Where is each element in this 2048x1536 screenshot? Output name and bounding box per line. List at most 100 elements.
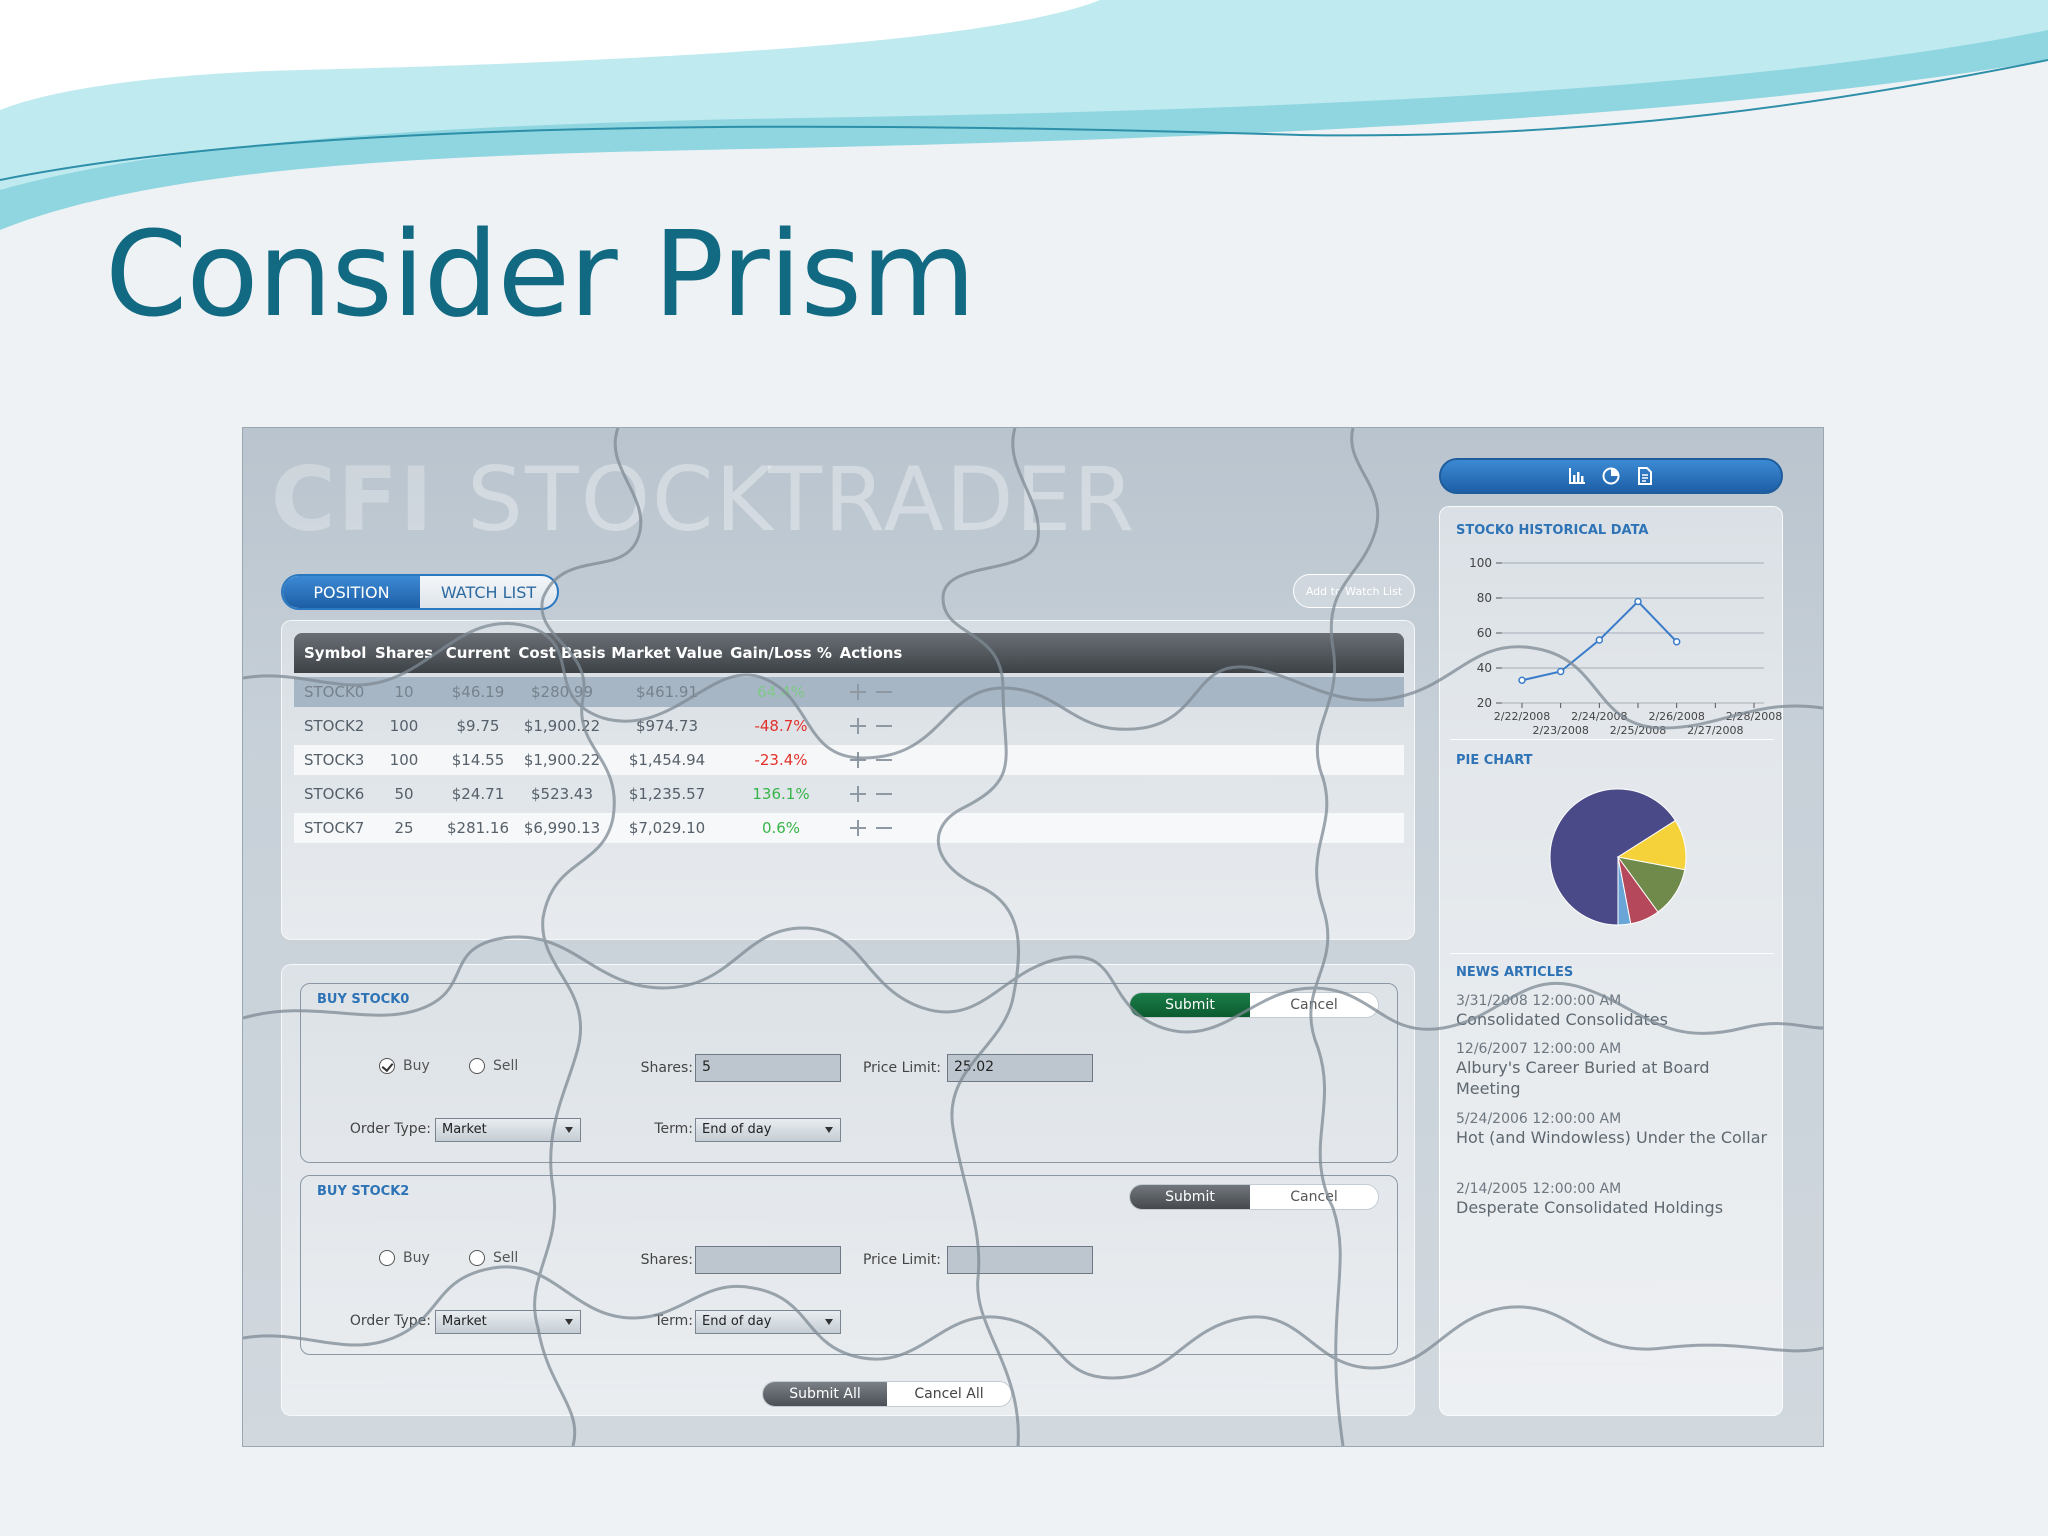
buy-plus-icon[interactable] [848, 818, 868, 838]
col-gain-loss[interactable]: Gain/Loss % [730, 644, 832, 662]
col-market-value[interactable]: Market Value [611, 644, 723, 662]
news-date: 2/14/2005 12:00:00 AM [1456, 1181, 1622, 1197]
news-title: NEWS ARTICLES [1456, 965, 1574, 980]
term-value: End of day [702, 1122, 772, 1137]
order-title: BUY STOCK0 [317, 992, 410, 1007]
buy-radio[interactable]: Buy [379, 1250, 430, 1266]
table-row[interactable]: STOCK3 100 $14.55 $1,900.22 $1,454.94 -2… [294, 745, 1404, 775]
position-tabs: POSITION WATCH LIST [281, 574, 559, 610]
tab-position[interactable]: POSITION [283, 576, 420, 608]
cancel-button[interactable]: Cancel [1250, 1185, 1378, 1209]
bar-chart-icon[interactable] [1567, 466, 1587, 486]
y-tick-label: 60 [1477, 626, 1492, 640]
submit-all-button[interactable]: Submit All [763, 1382, 887, 1406]
table-row[interactable]: STOCK6 50 $24.71 $523.43 $1,235.57 136.1… [294, 779, 1404, 809]
buy-plus-icon[interactable] [848, 682, 868, 702]
cell-gain-loss: 64.4% [757, 683, 805, 701]
sell-radio[interactable]: Sell [469, 1058, 518, 1074]
col-current[interactable]: Current [445, 644, 511, 662]
news-item[interactable]: 12/6/2007 12:00:00 AM Albury's Career Bu… [1456, 1041, 1776, 1099]
sell-radio[interactable]: Sell [469, 1250, 518, 1266]
col-cost-basis[interactable]: Cost Basis [518, 644, 606, 662]
order-type-select[interactable]: Market [435, 1310, 581, 1334]
cell-shares: 25 [394, 819, 414, 837]
x-tick-label: 2/24/2008 [1571, 710, 1627, 723]
sell-minus-icon[interactable] [874, 818, 894, 838]
order-type-label: Order Type: [349, 1121, 431, 1137]
divider [1450, 953, 1774, 954]
news-item[interactable]: 2/14/2005 12:00:00 AM Desperate Consolid… [1456, 1181, 1776, 1218]
pie-slice [1549, 788, 1677, 926]
cancel-button[interactable]: Cancel [1250, 993, 1378, 1017]
document-icon[interactable] [1635, 466, 1655, 486]
dropdown-caret-icon [825, 1127, 833, 1133]
table-row[interactable]: STOCK7 25 $281.16 $6,990.13 $7,029.10 0.… [294, 813, 1404, 843]
table-row[interactable]: STOCK0 10 $46.19 $280.99 $461.91 64.4% [294, 677, 1404, 707]
slide-header-wave [0, 0, 2048, 230]
add-to-watch-list-button[interactable]: Add to Watch List [1293, 574, 1415, 608]
cell-current: $281.16 [446, 819, 510, 837]
cell-market-value: $974.73 [635, 717, 699, 735]
radio-unchecked-icon [469, 1058, 485, 1074]
app-logo: CFI STOCKTRADER [271, 448, 1136, 551]
cell-current: $9.75 [456, 717, 500, 735]
cell-actions [836, 716, 906, 736]
pie-chart-icon[interactable] [1601, 466, 1621, 486]
shares-label: Shares: [640, 1252, 693, 1268]
term-select[interactable]: End of day [695, 1118, 841, 1142]
dropdown-caret-icon [565, 1127, 573, 1133]
sell-minus-icon[interactable] [874, 716, 894, 736]
x-tick-label: 2/28/2008 [1726, 710, 1782, 723]
x-tick-label: 2/27/2008 [1687, 724, 1743, 737]
x-tick-label: 2/22/2008 [1494, 710, 1550, 723]
news-link[interactable]: Consolidated Consolidates [1456, 1010, 1668, 1029]
buy-label: Buy [403, 1058, 430, 1074]
x-tick-label: 2/23/2008 [1532, 724, 1588, 737]
buy-plus-icon[interactable] [848, 750, 868, 770]
cell-shares: 100 [389, 717, 419, 735]
news-item[interactable]: 5/24/2006 12:00:00 AM Hot (and Windowles… [1456, 1111, 1776, 1148]
sell-minus-icon[interactable] [874, 750, 894, 770]
col-shares[interactable]: Shares [374, 644, 434, 662]
news-item[interactable]: 3/31/2008 12:00:00 AM Consolidated Conso… [1456, 993, 1776, 1030]
data-point [1672, 638, 1681, 646]
cancel-all-button[interactable]: Cancel All [887, 1382, 1011, 1406]
table-row[interactable]: STOCK2 100 $9.75 $1,900.22 $974.73 -48.7… [294, 711, 1404, 741]
cell-symbol: STOCK6 [304, 785, 365, 803]
grid-header: Symbol Shares Current Cost Basis Market … [294, 633, 1404, 673]
news-link[interactable]: Hot (and Windowless) Under the Collar [1456, 1128, 1768, 1147]
term-select[interactable]: End of day [695, 1310, 841, 1334]
news-link[interactable]: Desperate Consolidated Holdings [1456, 1198, 1724, 1217]
order-type-select[interactable]: Market [435, 1118, 581, 1142]
shares-input[interactable]: 5 [695, 1054, 841, 1082]
price-limit-label: Price Limit: [862, 1060, 941, 1076]
col-symbol[interactable]: Symbol [304, 644, 367, 662]
side-toolbar [1439, 458, 1783, 494]
tab-watch-list[interactable]: WATCH LIST [440, 582, 537, 602]
sell-minus-icon[interactable] [874, 682, 894, 702]
divider [1450, 739, 1774, 740]
y-tick-label: 100 [1469, 556, 1492, 570]
cell-current: $46.19 [451, 683, 505, 701]
submit-button[interactable]: Submit [1130, 993, 1250, 1017]
buy-plus-icon[interactable] [848, 784, 868, 804]
submit-button[interactable]: Submit [1130, 1185, 1250, 1209]
price-limit-input[interactable] [947, 1246, 1093, 1274]
news-link[interactable]: Albury's Career Buried at Board Meeting [1456, 1058, 1710, 1098]
cell-shares: 50 [394, 785, 414, 803]
y-tick-label: 40 [1477, 661, 1492, 675]
pie-title: PIE CHART [1456, 753, 1533, 768]
shares-input[interactable] [695, 1246, 841, 1274]
y-tick-label: 80 [1477, 591, 1492, 605]
cell-gain-loss: -48.7% [754, 717, 808, 735]
cell-gain-loss: -23.4% [754, 751, 808, 769]
buy-radio[interactable]: Buy [379, 1058, 430, 1074]
term-label: Term: [654, 1121, 693, 1137]
cell-symbol: STOCK3 [304, 751, 365, 769]
sell-minus-icon[interactable] [874, 784, 894, 804]
order-type-value: Market [442, 1314, 487, 1329]
price-limit-input[interactable]: 25.02 [947, 1054, 1093, 1082]
dropdown-caret-icon [565, 1319, 573, 1325]
buy-plus-icon[interactable] [848, 716, 868, 736]
